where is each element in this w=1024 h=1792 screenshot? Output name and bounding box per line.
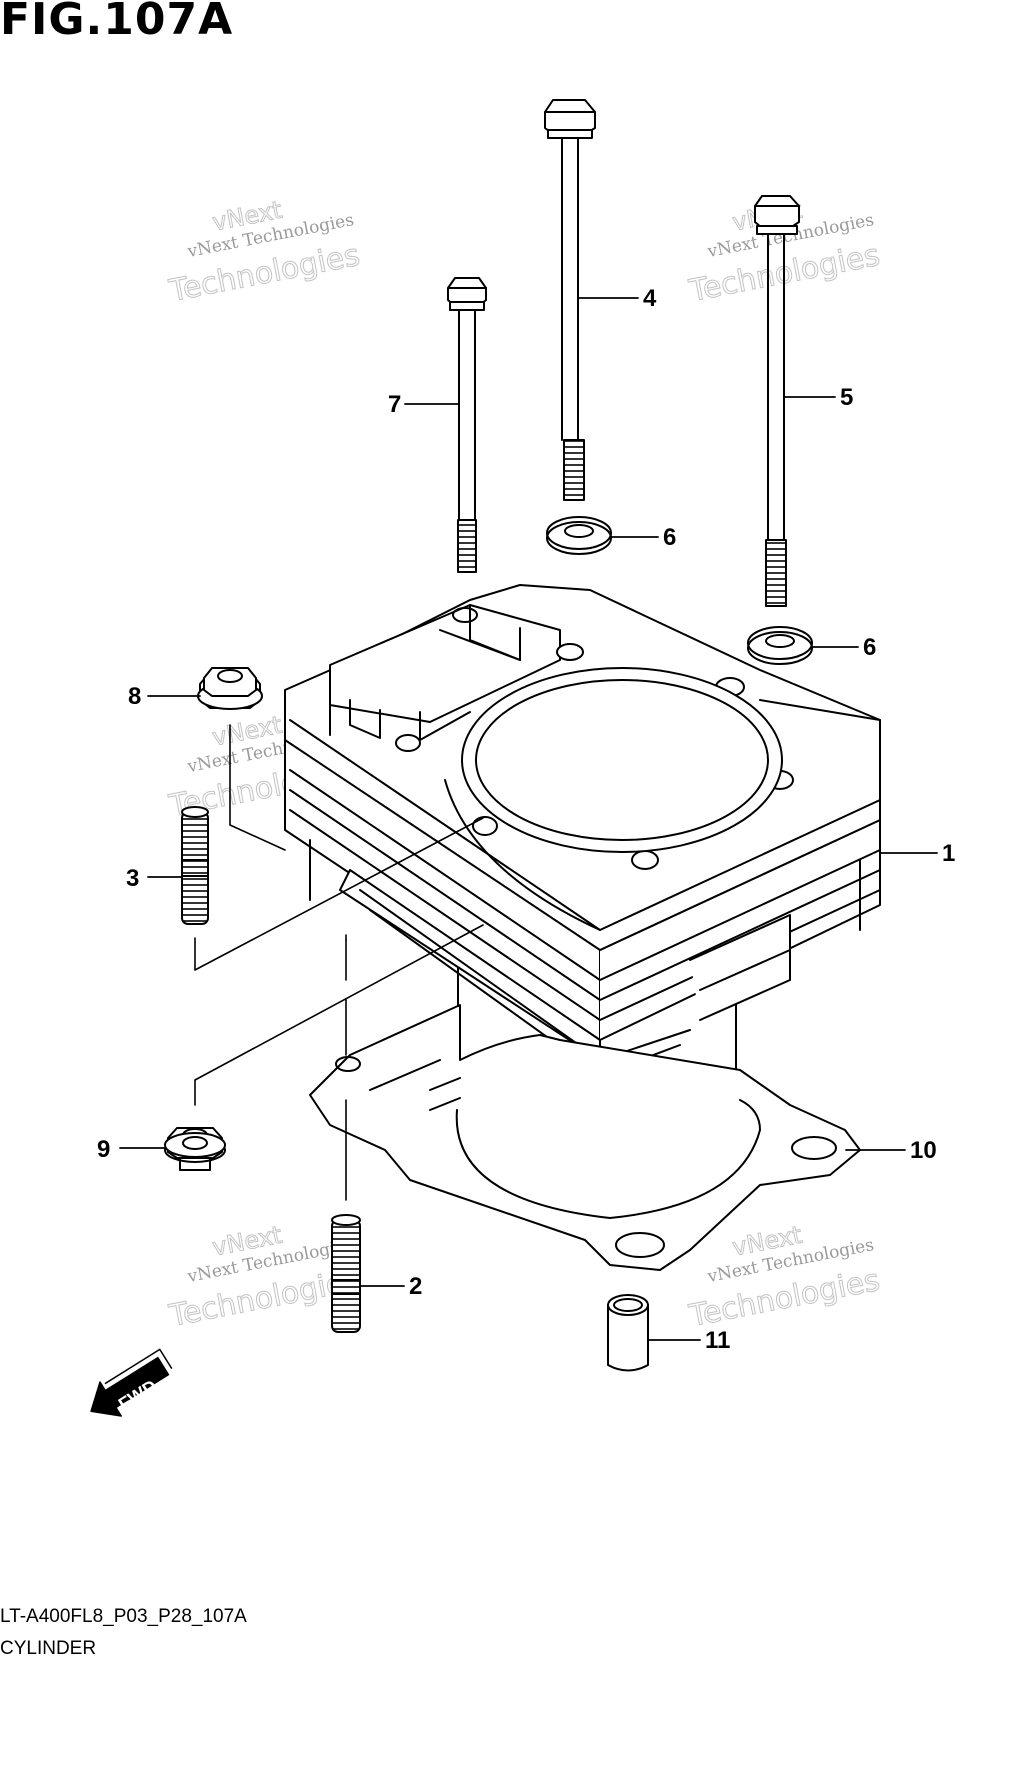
callout-6a: 6	[663, 524, 676, 551]
part-1-cylinder	[284, 584, 881, 1136]
part-2-stud	[331, 1214, 361, 1333]
callout-7: 7	[388, 391, 401, 418]
callout-8: 8	[128, 683, 141, 710]
figure-title: FIG.107A	[0, 0, 234, 45]
callout-3: 3	[126, 865, 139, 892]
callout-6b: 6	[863, 634, 876, 661]
callout-4: 4	[643, 285, 657, 312]
part-7-bolt	[447, 277, 487, 573]
watermark-group: vNext vNext Technologies Technologies	[165, 195, 363, 309]
part-8-flange-nut	[197, 667, 263, 710]
callout-2: 2	[409, 1273, 422, 1300]
figure-code: LT-A400FL8_P03_P28_107A	[0, 1606, 247, 1627]
callout-1: 1	[942, 840, 955, 867]
part-4-long-bolt	[544, 99, 596, 501]
assembly-lines	[194, 724, 484, 1201]
part-3-stud	[181, 806, 209, 925]
figure-name: CYLINDER	[0, 1638, 97, 1659]
part-10-gasket	[309, 1004, 861, 1271]
callout-labels: 4 5 7 6 6 8 3 1 9 10 2 11	[97, 285, 955, 1354]
part-11-dowel	[607, 1294, 649, 1372]
part-6-washer	[546, 516, 612, 555]
leader-lines	[119, 297, 938, 1341]
callout-10: 10	[910, 1137, 937, 1164]
part-5-long-bolt	[754, 195, 800, 607]
part-9-flange-nut	[164, 1127, 226, 1171]
callout-11: 11	[705, 1327, 730, 1354]
fwd-arrow-icon	[90, 1348, 173, 1417]
part-6-washer	[747, 626, 813, 665]
callout-5: 5	[840, 384, 853, 411]
callout-9: 9	[97, 1136, 110, 1163]
